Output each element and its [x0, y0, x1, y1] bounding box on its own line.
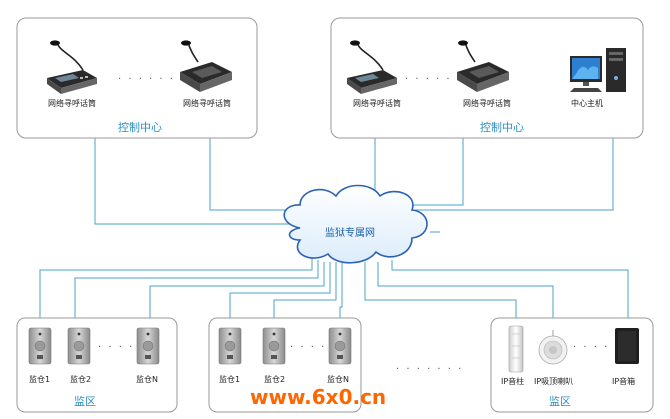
zone3-device-label-3: IP音箱 — [612, 376, 635, 386]
zone2-separator-dots: · · · · · · — [290, 342, 347, 353]
link-zone3-box — [391, 260, 629, 322]
link-zone2-cell1 — [229, 262, 331, 327]
link-right-host — [412, 138, 614, 211]
paging-microphone-icon — [457, 40, 509, 92]
zone3-label: 监区 — [549, 395, 571, 408]
zone1-label: 监区 — [74, 395, 96, 408]
zone1-separator-dots: · · · · · · — [98, 342, 155, 353]
link-zone1-cell2 — [74, 260, 319, 327]
intercom-panel-icon — [136, 327, 160, 365]
zone3-device-label-1: IP音柱 — [501, 376, 524, 386]
link-zone3-column — [364, 262, 517, 322]
paging-microphone-icon — [47, 40, 97, 94]
intercom-panel-icon — [67, 327, 91, 365]
zone-1: 监仓1 监仓2 · · · · · · 监仓N 监区 — [16, 317, 178, 413]
intercom-panel-icon — [328, 327, 352, 365]
left-separator-dots: · · · · · · — [118, 74, 175, 85]
zone1-cell-label-3: 监仓N — [136, 374, 158, 384]
zone-2: 监仓1 监仓2 · · · · · · 监仓N — [208, 317, 362, 413]
link-right-mic2 — [405, 138, 464, 206]
zone2-cell-label-1: 监仓1 — [219, 374, 240, 384]
intercom-panel-icon — [262, 327, 286, 365]
zone-3: IP音柱 IP吸顶喇叭 · · · · · · IP音箱 监区 — [490, 317, 654, 413]
watermark-text: www.6x0.cn — [250, 385, 386, 409]
paging-microphone-icon — [180, 40, 232, 92]
left-control-center-label: 控制中心 — [118, 120, 162, 134]
left-device-label-2: 网络寻呼话筒 — [183, 98, 231, 108]
right-control-center-label: 控制中心 — [480, 120, 524, 134]
middle-separator-dots: · · · · · · · — [396, 364, 463, 375]
right-separator-dots: · · · · · · — [405, 74, 462, 85]
column-speaker-icon — [508, 325, 524, 373]
link-zone2-cellN — [339, 262, 343, 327]
ceiling-speaker-icon — [538, 330, 568, 365]
cloud-icon: 监狱专属网 — [283, 184, 428, 264]
paging-microphone-icon — [347, 40, 397, 94]
zone2-cell-label-3: 监仓N — [327, 374, 349, 384]
link-zone1-cell1 — [39, 258, 313, 327]
right-device-label-2: 网络寻呼话筒 — [463, 98, 511, 108]
right-device-label-1: 网络寻呼话筒 — [353, 98, 401, 108]
zone1-cell-label-2: 监仓2 — [70, 374, 91, 384]
left-device-label-1: 网络寻呼话筒 — [48, 98, 96, 108]
zone2-cell-label-2: 监仓2 — [264, 374, 285, 384]
link-zone3-ceiling — [377, 262, 554, 322]
intercom-panel-icon — [28, 327, 52, 365]
right-device-label-3: 中心主机 — [571, 98, 603, 108]
control-center-right: 网络寻呼话筒 · · · · · · 网络寻呼话筒 中心主机 控制中心 — [330, 17, 644, 139]
link-left-mic1 — [94, 138, 300, 225]
control-center-left: 网络寻呼话筒 · · · · · · 网络寻呼话筒 控制中心 — [16, 17, 258, 139]
zone1-cell-label-1: 监仓1 — [29, 374, 50, 384]
network-links — [39, 138, 629, 327]
network-label: 监狱专属网 — [325, 226, 375, 239]
intercom-panel-icon — [218, 327, 242, 365]
zone3-separator-dots: · · · · · · — [573, 342, 630, 353]
desktop-computer-icon — [570, 48, 626, 92]
zone3-device-label-2: IP吸顶喇叭 — [534, 376, 573, 386]
link-zone2-cell2 — [273, 262, 337, 327]
link-zone1-cellN — [149, 262, 325, 327]
link-left-mic2 — [209, 138, 290, 211]
box-speaker-icon — [615, 328, 639, 364]
